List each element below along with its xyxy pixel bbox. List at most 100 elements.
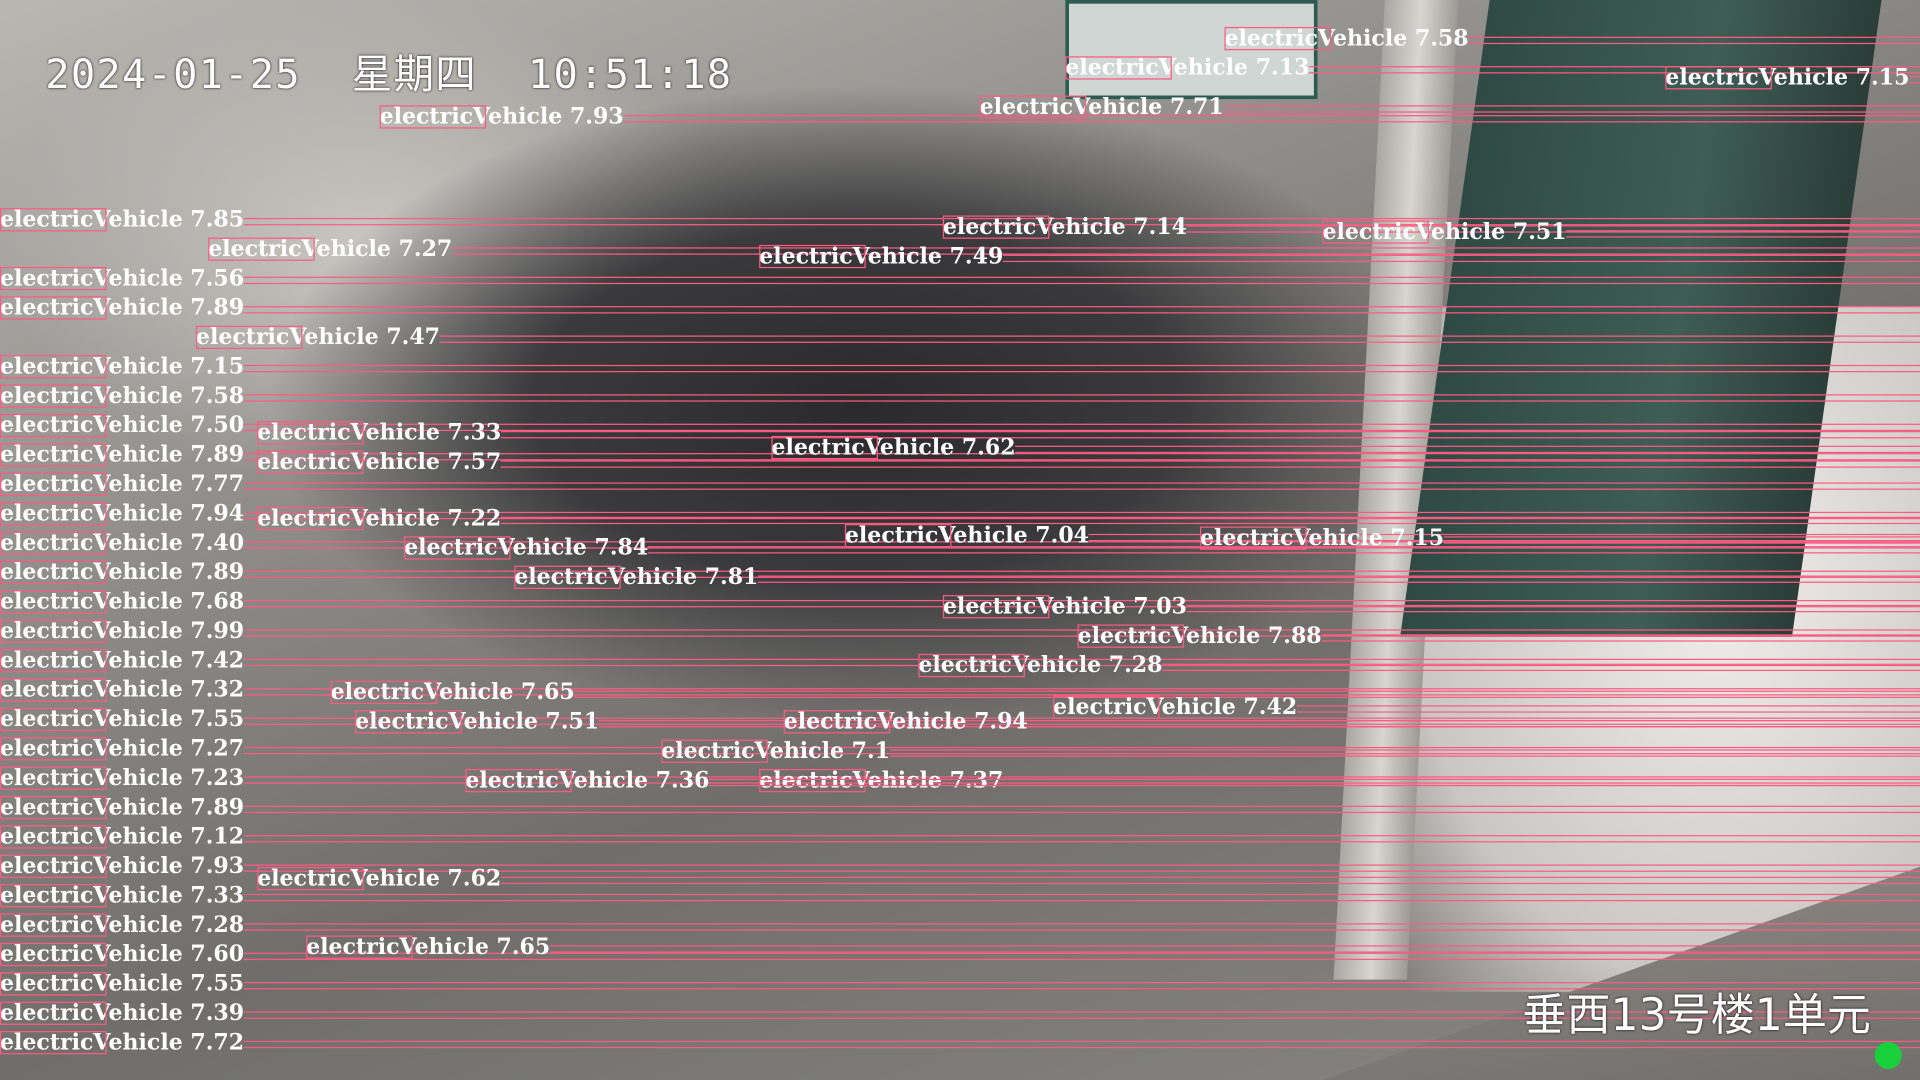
label-box [0,913,107,937]
detection-label: electricVehicle 7.47 [195,325,440,350]
label-box [465,768,572,793]
detection-label: electricVehicle 7.04 [844,522,1090,549]
detection-label: electricVehicle 7.65 [306,935,550,960]
label-box [1053,695,1160,719]
detection-label: electricVehicle 7.27 [208,237,452,262]
detection-box [500,876,1920,885]
label-text: electricVehicle 7.60 [0,941,245,968]
detection-label: electricVehicle 7.51 [1322,219,1567,245]
label-text: electricVehicle 7.15 [0,353,245,380]
label-text: electricVehicle 7.03 [942,593,1187,620]
label-box [942,215,1050,239]
label-box [0,884,107,908]
label-text: electricVehicle 7.40 [0,530,245,556]
detection-label: electricVehicle 7.14 [942,215,1187,240]
detection-box [1027,720,1920,728]
detection-box [243,629,1920,637]
detection-label: electricVehicle 7.85 [0,208,244,232]
detection-box [1308,66,1920,74]
label-text: electricVehicle 7.89 [0,794,245,821]
detection-box [243,306,1920,314]
detection-box [243,511,1920,520]
detection-box [757,575,1920,583]
label-text: electricVehicle 7.04 [844,522,1090,549]
label-box [0,590,107,614]
detection-label: electricVehicle 7.71 [979,95,1224,120]
label-box [257,506,364,531]
detection-label: electricVehicle 7.89 [0,560,244,585]
detection-label: electricVehicle 7.62 [257,866,501,891]
detection-label: electricVehicle 7.36 [465,768,709,793]
detection-label: electricVehicle 7.15 [1200,526,1444,551]
detection-label: electricVehicle 7.84 [404,536,648,560]
label-box [0,443,107,467]
detection-label: electricVehicle 7.39 [0,1001,244,1026]
label-box [0,854,107,878]
label-text: electricVehicle 7.84 [404,535,649,561]
detection-box [1566,230,1920,238]
label-box [0,560,107,585]
detection-box [1088,533,1920,542]
label-box [0,531,107,555]
label-box [0,972,107,996]
detection-label: electricVehicle 7.77 [0,472,244,497]
detection-label: electricVehicle 7.28 [0,913,244,937]
detection-label: electricVehicle 7.68 [0,590,244,614]
detection-box [243,364,1920,373]
label-box [0,707,107,732]
label-text: electricVehicle 7.68 [0,588,245,615]
label-text: electricVehicle 7.12 [0,824,245,850]
label-box [330,680,438,705]
label-box [0,942,107,967]
label-text: electricVehicle 7.58 [1224,25,1469,52]
label-box [257,421,364,445]
label-box [0,296,107,320]
label-box [208,237,315,261]
label-box [514,565,621,589]
label-box [0,678,107,702]
label-box [404,536,511,560]
label-box [979,95,1087,119]
detection-box [243,952,1920,961]
detection-label: electricVehicle 7.93 [379,105,624,129]
detection-box [1186,225,1920,233]
detection-box [243,1011,1920,1019]
detection-box [243,482,1920,490]
detection-box [1321,634,1920,642]
label-box [771,435,878,460]
label-text: electricVehicle 7.51 [1322,219,1567,245]
detection-box [451,247,1920,255]
detection-label: electricVehicle 7.33 [0,883,244,908]
detection-box [623,115,1920,123]
detection-label: electricVehicle 7.58 [1224,25,1469,52]
detection-box [243,805,1920,814]
label-text: electricVehicle 7.33 [257,420,502,446]
label-box [0,1001,107,1025]
detection-box [243,570,1920,578]
label-box [195,325,303,349]
detection-box [243,893,1920,902]
label-text: electricVehicle 7.58 [0,383,245,409]
label-box [306,935,413,959]
label-box [759,244,866,269]
detection-box [890,749,1920,757]
label-box [1665,66,1772,90]
detection-box [439,335,1920,343]
detection-label: electricVehicle 7.28 [918,653,1162,678]
detection-label: electricVehicle 7.1 [661,739,890,764]
detection-label: electricVehicle 7.37 [759,768,1003,793]
label-text: electricVehicle 7.89 [0,295,245,321]
detection-label: electricVehicle 7.27 [0,737,244,761]
detection-label: electricVehicle 7.49 [759,244,1003,269]
label-box [661,739,768,763]
detection-label: electricVehicle 7.58 [0,384,244,408]
label-box [1077,624,1185,648]
detection-box [243,658,1920,667]
detection-label: electricVehicle 7.99 [0,619,244,644]
detection-box [243,276,1920,285]
label-text: electricVehicle 7.81 [514,564,759,591]
label-text: electricVehicle 7.89 [0,442,245,468]
detection-label: electricVehicle 7.12 [0,825,244,849]
detection-label: electricVehicle 7.55 [0,707,244,732]
